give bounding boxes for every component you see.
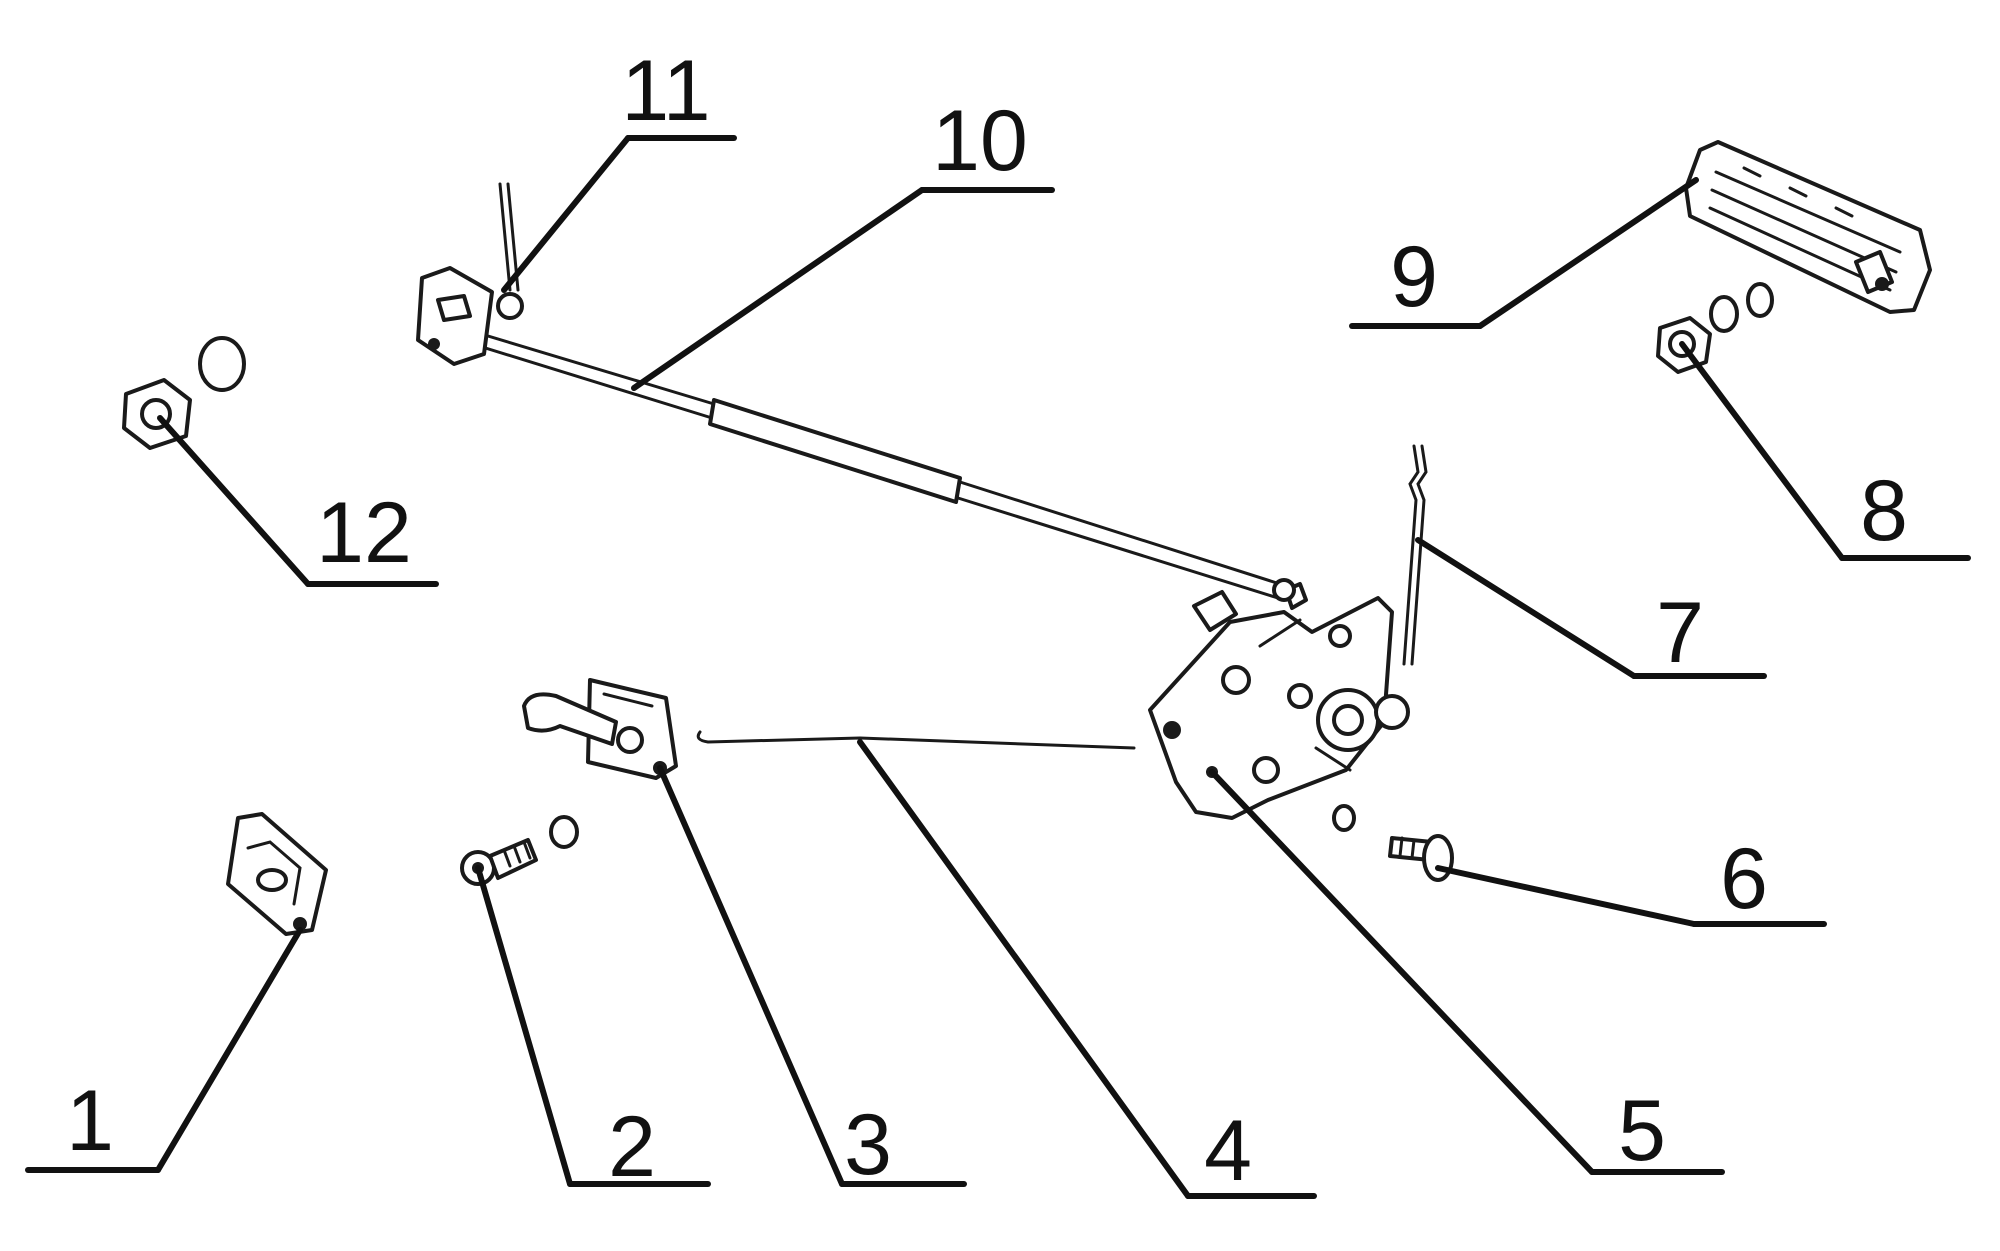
part-9-outside-handle: [1684, 140, 1932, 314]
leader-7: [1415, 537, 1637, 679]
callout-12: 12: [316, 485, 412, 581]
leader-6: [1435, 865, 1697, 927]
leader-lines: [25, 135, 1971, 1199]
callout-10: 10: [932, 93, 1028, 189]
leader-12: [157, 415, 311, 587]
callout-6: 6: [1720, 831, 1768, 927]
callout-9: 9: [1390, 229, 1438, 325]
leader-5: [1209, 769, 1595, 1175]
part-5-lock-mechanism: [1148, 582, 1410, 832]
part-11-bracket: [416, 182, 524, 366]
callout-3: 3: [844, 1097, 892, 1193]
leader-11: [501, 135, 631, 293]
callout-8: 8: [1860, 463, 1908, 559]
callout-5: 5: [1618, 1083, 1666, 1179]
callout-labels: 1 2 3 4 5 6 7 8 9 10 11 12: [66, 43, 1908, 1199]
part-1-latch-plate: [226, 812, 328, 936]
part-6-screw: [1388, 834, 1454, 882]
leader-3: [657, 765, 845, 1187]
part-8-nut: [1656, 282, 1774, 374]
leader-10: [631, 187, 925, 391]
leader-8: [1679, 341, 1845, 561]
leader-9: [1477, 177, 1699, 329]
part-10-cable-rod: [464, 328, 1296, 602]
part-2-screw: [460, 815, 579, 886]
leader-2: [475, 865, 573, 1187]
callout-4: 4: [1204, 1103, 1252, 1199]
part-7-bent-rod: [1402, 444, 1428, 666]
callout-7: 7: [1656, 585, 1704, 681]
part-3-inside-handle: [522, 678, 678, 780]
part-12-nut: [122, 336, 246, 450]
callout-2: 2: [608, 1099, 656, 1195]
leader-1: [155, 927, 303, 1173]
leader-4: [857, 739, 1191, 1199]
callout-1: 1: [66, 1073, 114, 1169]
callout-11: 11: [621, 43, 710, 139]
part-4-rod: [696, 730, 1136, 750]
